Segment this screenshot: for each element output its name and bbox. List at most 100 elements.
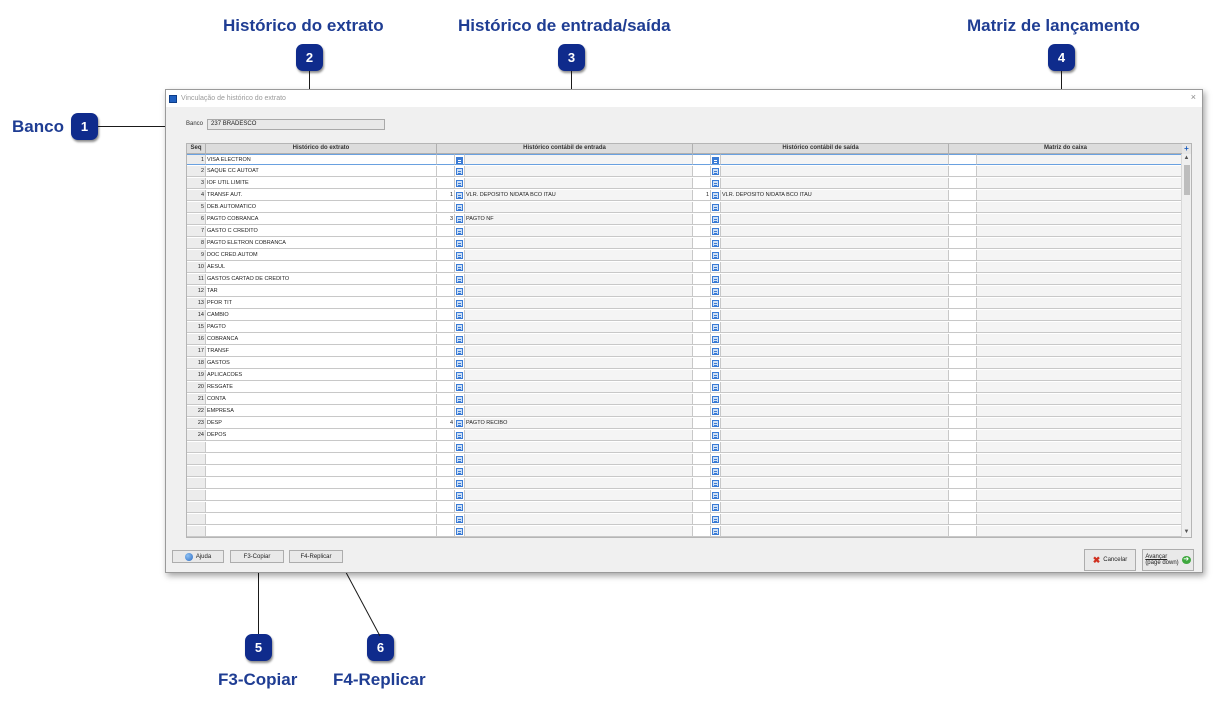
cell-historico-extrato[interactable] <box>206 454 437 465</box>
cell-saida-code[interactable] <box>693 454 711 465</box>
lookup-icon[interactable] <box>456 408 463 415</box>
header-historico-entrada[interactable]: Histórico contábil de entrada <box>437 144 693 154</box>
lookup-icon[interactable] <box>456 240 463 247</box>
cell-historico-extrato[interactable]: TAR <box>206 286 437 297</box>
cell-saida-lookup[interactable] <box>711 466 721 477</box>
cell-matriz-code[interactable] <box>949 154 977 165</box>
cell-entrada-lookup[interactable] <box>455 490 465 501</box>
cell-saida-code[interactable] <box>693 502 711 513</box>
lookup-icon[interactable] <box>456 420 463 427</box>
close-icon[interactable]: × <box>1190 92 1196 102</box>
lookup-icon[interactable] <box>712 528 719 535</box>
lookup-icon[interactable] <box>456 300 463 307</box>
cell-matriz-code[interactable] <box>949 202 977 213</box>
cell-historico-extrato[interactable]: DESP <box>206 418 437 429</box>
lookup-icon[interactable] <box>712 240 719 247</box>
lookup-icon[interactable] <box>712 360 719 367</box>
table-row[interactable] <box>187 502 1183 514</box>
scroll-thumb[interactable] <box>1184 165 1190 195</box>
lookup-icon[interactable] <box>712 372 719 379</box>
cell-historico-extrato[interactable] <box>206 526 437 537</box>
lookup-icon[interactable] <box>456 360 463 367</box>
cell-entrada-code[interactable] <box>437 358 455 369</box>
cell-matriz-code[interactable] <box>949 226 977 237</box>
cell-entrada-code[interactable] <box>437 430 455 441</box>
lookup-icon[interactable] <box>712 396 719 403</box>
cell-matriz-code[interactable] <box>949 310 977 321</box>
cell-entrada-lookup[interactable] <box>455 226 465 237</box>
cell-saida-code[interactable] <box>693 418 711 429</box>
lookup-icon[interactable] <box>456 348 463 355</box>
bank-field[interactable]: 237 BRADESCO <box>207 118 386 130</box>
lookup-icon[interactable] <box>456 276 463 283</box>
lookup-icon[interactable] <box>712 420 719 427</box>
cell-saida-lookup[interactable] <box>711 310 721 321</box>
cell-entrada-code[interactable] <box>437 166 455 177</box>
cell-matriz-code[interactable] <box>949 442 977 453</box>
cell-entrada-code[interactable]: 3 <box>437 214 455 225</box>
f4-replicate-button[interactable]: F4-Replicar <box>289 550 343 563</box>
cell-entrada-lookup[interactable] <box>455 178 465 189</box>
cell-historico-extrato[interactable]: PAGTO ELETRON COBRANCA <box>206 238 437 249</box>
cell-saida-code[interactable] <box>693 214 711 225</box>
cell-matriz-code[interactable] <box>949 298 977 309</box>
cell-entrada-lookup[interactable] <box>455 478 465 489</box>
cell-entrada-lookup[interactable] <box>455 382 465 393</box>
lookup-icon[interactable] <box>712 228 719 235</box>
cell-entrada-lookup[interactable] <box>455 238 465 249</box>
cell-entrada-code[interactable] <box>437 526 455 537</box>
cell-entrada-lookup[interactable] <box>455 466 465 477</box>
cell-historico-extrato[interactable] <box>206 502 437 513</box>
cell-saida-code[interactable] <box>693 478 711 489</box>
cell-historico-extrato[interactable]: CONTA <box>206 394 437 405</box>
cell-saida-code[interactable] <box>693 370 711 381</box>
cell-saida-code[interactable] <box>693 322 711 333</box>
cell-matriz-code[interactable] <box>949 406 977 417</box>
cell-saida-code[interactable] <box>693 430 711 441</box>
cell-saida-lookup[interactable] <box>711 430 721 441</box>
lookup-icon[interactable] <box>456 312 463 319</box>
header-historico-extrato[interactable]: Histórico do extrato <box>206 144 437 154</box>
lookup-icon[interactable] <box>456 216 463 223</box>
cell-matriz-code[interactable] <box>949 466 977 477</box>
cell-saida-code[interactable] <box>693 526 711 537</box>
table-row[interactable] <box>187 466 1183 478</box>
cell-saida-lookup[interactable] <box>711 382 721 393</box>
cell-saida-code[interactable] <box>693 358 711 369</box>
cell-saida-code[interactable] <box>693 166 711 177</box>
cell-saida-code[interactable] <box>693 382 711 393</box>
lookup-icon[interactable] <box>456 168 463 175</box>
lookup-icon[interactable] <box>456 336 463 343</box>
cell-matriz-code[interactable] <box>949 382 977 393</box>
cell-matriz-code[interactable] <box>949 526 977 537</box>
cell-saida-lookup[interactable] <box>711 178 721 189</box>
lookup-icon[interactable] <box>712 300 719 307</box>
cell-saida-lookup[interactable] <box>711 154 721 165</box>
lookup-icon[interactable] <box>456 504 463 511</box>
cell-saida-lookup[interactable] <box>711 418 721 429</box>
cell-entrada-code[interactable] <box>437 442 455 453</box>
cell-entrada-code[interactable] <box>437 466 455 477</box>
scroll-up-icon[interactable]: ▲ <box>1183 155 1190 161</box>
cell-entrada-lookup[interactable] <box>455 454 465 465</box>
table-row[interactable] <box>187 478 1183 490</box>
cell-entrada-code[interactable] <box>437 502 455 513</box>
table-row[interactable] <box>187 490 1183 502</box>
lookup-icon[interactable] <box>712 324 719 331</box>
cell-saida-lookup[interactable] <box>711 226 721 237</box>
cell-saida-lookup[interactable] <box>711 502 721 513</box>
cell-matriz-code[interactable] <box>949 250 977 261</box>
cell-entrada-code[interactable] <box>437 238 455 249</box>
cell-historico-extrato[interactable]: RESGATE <box>206 382 437 393</box>
help-button[interactable]: Ajuda <box>172 550 224 563</box>
cell-historico-extrato[interactable] <box>206 478 437 489</box>
cell-entrada-code[interactable] <box>437 478 455 489</box>
cell-saida-code[interactable] <box>693 346 711 357</box>
cell-entrada-lookup[interactable] <box>455 274 465 285</box>
